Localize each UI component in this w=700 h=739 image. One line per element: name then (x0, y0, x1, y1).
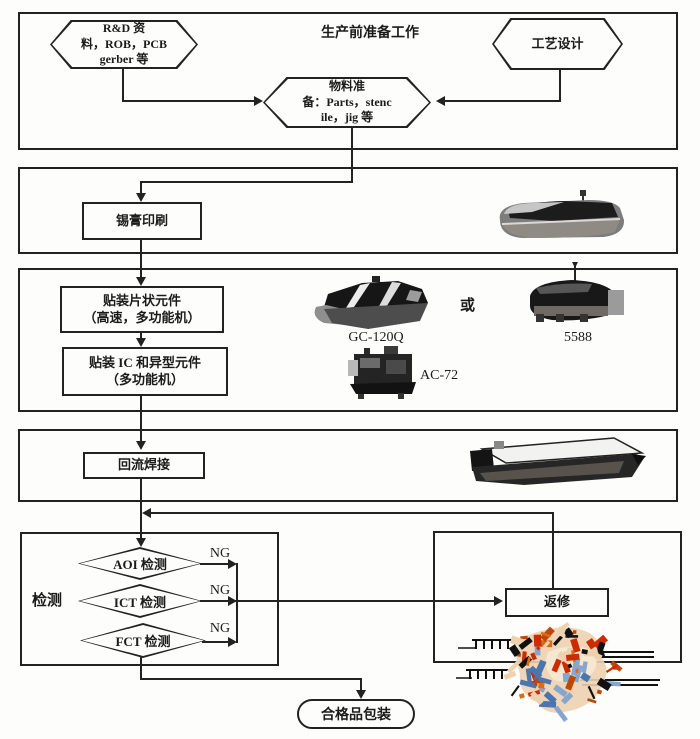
flow-line (140, 181, 142, 195)
ic-mount-label: 贴装 IC 和异型元件 （多功能机） (89, 354, 201, 387)
rd-input-hexagon: R&D 资 料，ROB，PCB gerber 等 (50, 20, 198, 69)
reflow-oven-photo (470, 437, 646, 485)
arrow-down-icon (136, 538, 146, 547)
flow-line (122, 68, 124, 102)
inspection-label: 检测 (32, 593, 63, 609)
inspection-section-frame (20, 532, 279, 666)
prep-section-frame (18, 12, 678, 150)
prep-title: 生产前准备工作 (321, 26, 419, 41)
pass-packaging-terminal: 合格品包装 (297, 699, 415, 729)
arrow-left-icon (142, 508, 151, 518)
rework-label: 返修 (543, 594, 570, 610)
ac72-caption: AC-72 (420, 368, 459, 383)
material-prep-hexagon: 物料准 备：Parts，stenc ile，jig 等 (263, 77, 431, 128)
flow-line (122, 100, 256, 102)
arrow-right-icon (228, 596, 237, 606)
aoi-diamond: AOI 检测 (78, 547, 202, 580)
ict-label: ICT 检测 (113, 594, 167, 610)
flow-line (140, 395, 142, 442)
print-section-frame (18, 167, 678, 254)
arrow-down-icon (136, 277, 146, 286)
gc120q-caption: GC-120Q (348, 330, 404, 345)
placer-ac72-photo (348, 346, 416, 399)
placement-section-frame (18, 268, 678, 412)
arrow-right-icon (254, 96, 263, 106)
arrow-down-icon (356, 690, 366, 699)
placer-5588-photo (530, 262, 624, 322)
ng-line-aoi (200, 563, 230, 565)
flow-line (444, 100, 561, 102)
flow-line (140, 332, 142, 339)
reflow-box: 回流焊接 (83, 452, 205, 479)
fct-label: FCT 检测 (115, 634, 171, 649)
process-design-label: 工艺设计 (531, 35, 584, 51)
aoi-label: AOI 检测 (113, 557, 167, 572)
arrow-down-icon (136, 193, 146, 202)
ng-merge-line (236, 563, 238, 643)
arrow-right-icon (228, 637, 237, 647)
placer-gc120q-photo (314, 276, 428, 329)
ic-mount-box: 贴装 IC 和异型元件 （多功能机） (62, 347, 228, 396)
flow-line (140, 238, 142, 278)
flow-line (351, 128, 353, 183)
flow-line (140, 678, 362, 680)
ng-label-fct: NG (209, 621, 231, 636)
arrow-right-icon (228, 559, 237, 569)
ng-label-ict: NG (209, 583, 231, 598)
solder-printer-photo (499, 190, 625, 238)
ict-diamond: ICT 检测 (78, 584, 202, 618)
or-label: 或 (460, 298, 476, 314)
flow-line (140, 657, 142, 680)
reflow-label: 回流焊接 (117, 457, 170, 473)
flow-line (559, 70, 561, 102)
rework-return-line (148, 512, 554, 514)
rework-box: 返修 (505, 588, 609, 617)
flow-line (140, 477, 142, 539)
ng-label-aoi: NG (209, 546, 231, 561)
pcb-board-photo (456, 622, 660, 723)
fct-diamond: FCT 检测 (80, 623, 206, 658)
reflow-section-frame (18, 429, 678, 502)
material-prep-label: 物料准 备：Parts，stenc ile，jig 等 (302, 79, 392, 125)
rework-return-line (552, 512, 554, 588)
solder-print-box: 锡膏印刷 (82, 202, 202, 240)
ng-line-ict (200, 600, 497, 602)
ng-line-fct (202, 641, 230, 643)
arrow-down-icon (136, 338, 146, 347)
chip-mount-label: 贴装片状元件 （高速，多功能机） (83, 292, 201, 325)
process-design-hexagon: 工艺设计 (492, 18, 623, 70)
flow-line (140, 181, 353, 183)
arrow-down-icon (136, 441, 146, 450)
arrow-left-icon (436, 96, 445, 106)
flow-line (360, 678, 362, 692)
m5588-caption: 5588 (564, 330, 592, 345)
solder-print-label: 锡膏印刷 (115, 212, 168, 228)
pass-packaging-label: 合格品包装 (321, 708, 391, 723)
rd-input-label: R&D 资 料，ROB，PCB gerber 等 (80, 21, 167, 67)
arrow-right-icon (494, 596, 503, 606)
chip-mount-box: 贴装片状元件 （高速，多功能机） (60, 286, 224, 333)
